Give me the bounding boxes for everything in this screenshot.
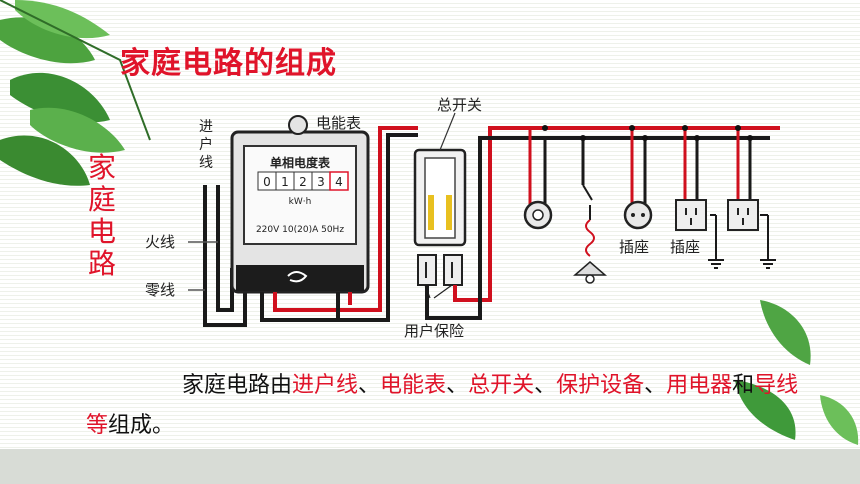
meter-digit-5: 4 bbox=[335, 175, 343, 189]
junction-dots bbox=[542, 125, 753, 141]
para-text: 组成。 bbox=[108, 413, 175, 438]
para-highlight-meter: 电能表 bbox=[380, 373, 447, 398]
incoming-line-char-2: 户 bbox=[199, 136, 213, 153]
main-switch-label: 总开关 bbox=[437, 96, 482, 114]
meter-digit-3: 2 bbox=[299, 175, 307, 189]
live-wire-label: 火线 bbox=[145, 233, 175, 251]
para-highlight-incoming-line: 进户线 bbox=[292, 373, 359, 398]
meter-digit-4: 3 bbox=[317, 175, 325, 189]
bottom-bar bbox=[0, 449, 860, 484]
vertical-title-char: 电 bbox=[87, 215, 116, 248]
meter-unit: kW·h bbox=[289, 197, 312, 207]
main-switch-box bbox=[413, 148, 467, 299]
fuse-label: 用户保险 bbox=[404, 322, 464, 340]
para-sep: 、 bbox=[446, 373, 469, 398]
meter-label: 电能表 bbox=[316, 114, 361, 132]
incoming-line-char-3: 线 bbox=[199, 155, 213, 171]
para-sep: 、 bbox=[534, 373, 557, 398]
para-highlight-main-switch: 总开关 bbox=[468, 373, 535, 398]
socket-label-2: 插座 bbox=[670, 238, 700, 256]
branch-socket-3pin-1 bbox=[675, 128, 724, 269]
leaf-decoration-top-left bbox=[0, 0, 151, 186]
para-text: 家庭电路由 bbox=[182, 373, 293, 398]
electric-meter bbox=[230, 115, 370, 294]
meter-digit-boxes bbox=[257, 171, 349, 191]
leaf-decoration-bottom-right bbox=[735, 300, 859, 445]
para-highlight-appliances: 用电器 bbox=[666, 373, 733, 398]
vertical-title-char: 庭 bbox=[87, 183, 116, 216]
incoming-line-char-1: 进 bbox=[199, 119, 213, 135]
vertical-title-char: 路 bbox=[87, 247, 116, 280]
main-distribution-wires bbox=[425, 126, 780, 320]
para-sep: 和 bbox=[732, 373, 755, 398]
para-highlight-protection: 保护设备 bbox=[556, 373, 645, 398]
branch-socket-round bbox=[623, 128, 653, 230]
vertical-title: 家 庭 电 路 bbox=[84, 152, 120, 280]
branch-socket-3pin-2 bbox=[727, 128, 776, 269]
socket-label-1: 插座 bbox=[619, 238, 649, 256]
meter-to-switch-wires bbox=[260, 126, 418, 322]
para-sep: 、 bbox=[644, 373, 667, 398]
meter-face-title: 单相电度表 bbox=[270, 155, 331, 170]
branch-lamp-holder-1 bbox=[523, 128, 553, 230]
meter-digit-2: 1 bbox=[281, 175, 289, 189]
meter-digit-1: 0 bbox=[263, 175, 271, 189]
summary-paragraph: 家庭电路由进户线、电能表、总开关、保护设备、用电器和导线等组成。 bbox=[86, 366, 806, 446]
para-highlight-wires: 导线等 bbox=[86, 373, 799, 438]
page-title: 家庭电路的组成 bbox=[120, 46, 337, 81]
para-sep: 、 bbox=[358, 373, 381, 398]
branch-lamp bbox=[572, 138, 608, 284]
meter-rating: 220V 10(20)A 50Hz bbox=[256, 225, 344, 235]
neutral-wire-label: 零线 bbox=[145, 281, 175, 299]
vertical-title-char: 家 bbox=[87, 151, 116, 184]
